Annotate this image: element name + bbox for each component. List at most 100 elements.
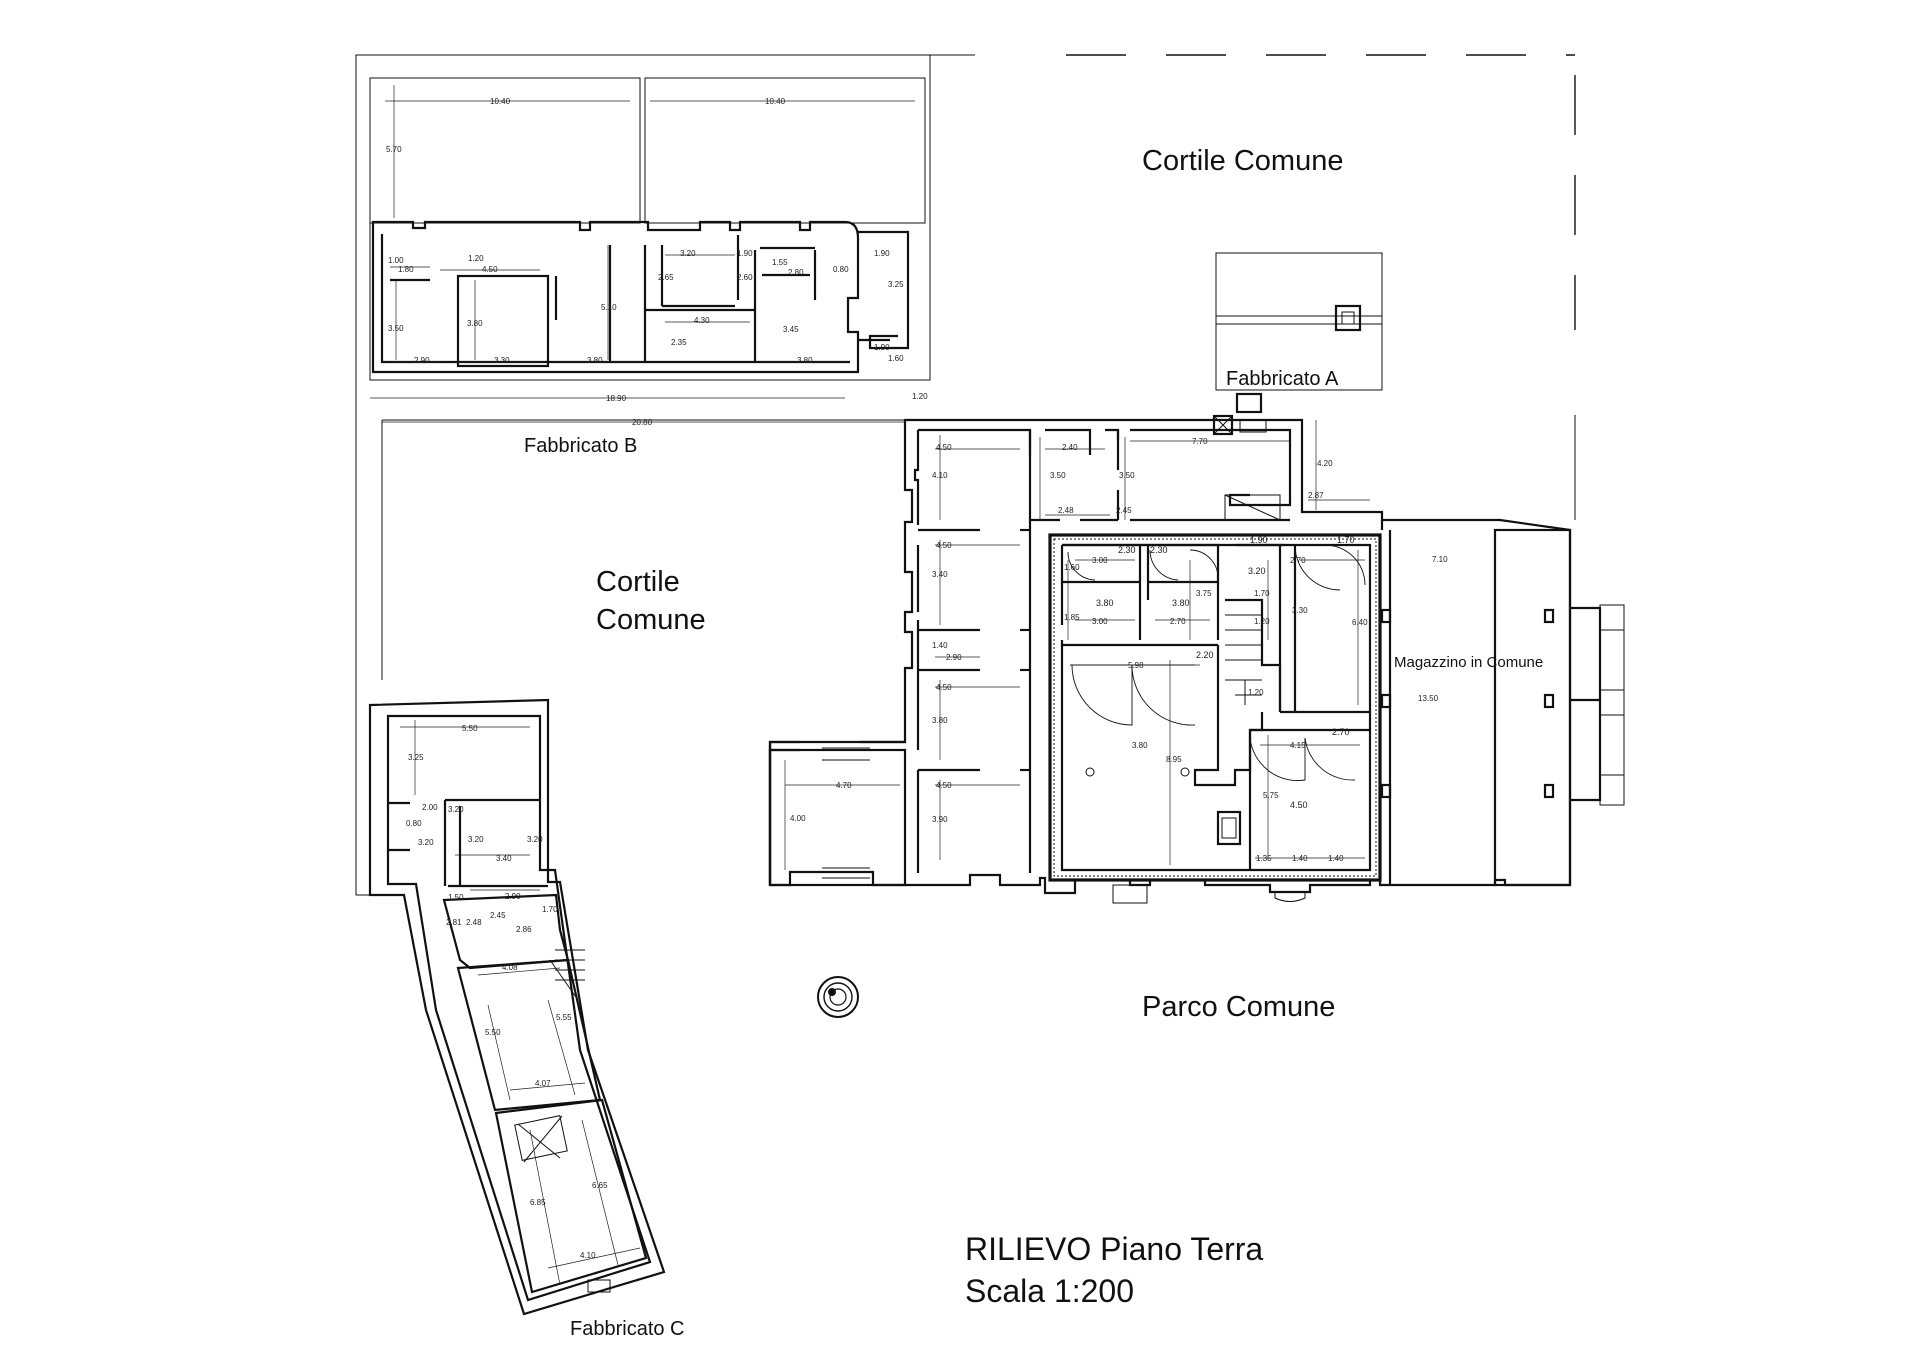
dim-label: 1.20 [912, 392, 928, 401]
dim-label: 3.80 [587, 356, 603, 365]
dim-label: 3.45 [783, 325, 799, 334]
dim-label: 3.00 [1092, 556, 1108, 565]
dim-label: 2.80 [788, 268, 804, 277]
dim-label: 1.90 [1250, 535, 1268, 545]
dim-label: 1.90 [874, 343, 890, 352]
dim-label: 4.50 [936, 683, 952, 692]
dim-label: 3.20 [527, 835, 543, 844]
dim-label: 2.90 [414, 356, 430, 365]
dim-label: 1.60 [1064, 563, 1080, 572]
dim-label: 1.60 [888, 354, 904, 363]
dim-label: 5.10 [601, 303, 617, 312]
dim-label: 3.80 [797, 356, 813, 365]
dim-label: 1.70 [1254, 589, 1270, 598]
dim-label: 10.40 [765, 97, 786, 106]
label-fabbricato-c: Fabbricato C [570, 1318, 685, 1340]
top-dimensions [385, 85, 915, 218]
label-magazzino: Magazzino in Comune [1394, 654, 1543, 671]
dim-label: 4.30 [694, 316, 710, 325]
dim-label: 1.90 [737, 249, 753, 258]
dim-label: 2.70 [1170, 617, 1186, 626]
dim-label: 1.70 [542, 905, 558, 914]
dim-label: 3.20 [1248, 566, 1266, 576]
dim-label: 2.86 [516, 925, 532, 934]
dim-label: 1.70 [1337, 535, 1355, 545]
dim-label: 8.95 [1166, 755, 1182, 764]
dim-label: 1.20 [1248, 688, 1264, 697]
dim-label: 4.15 [1290, 741, 1306, 750]
dim-label: 3.50 [1050, 471, 1066, 480]
fabbricato-b [370, 220, 910, 423]
dim-label: 5.55 [556, 1013, 572, 1022]
label-fabbricato-b: Fabbricato B [524, 435, 637, 457]
label-cortile-left-1: Cortile [596, 566, 680, 598]
dim-label: 5.70 [386, 145, 402, 154]
label-parco-comune: Parco Comune [1142, 991, 1335, 1023]
dim-label: 3.20 [448, 805, 464, 814]
dim-label: 2.00 [422, 803, 438, 812]
dim-label: 2.90 [505, 892, 521, 901]
dim-label: 4.10 [932, 471, 948, 480]
dim-label: 4.08 [502, 963, 518, 972]
dim-label: 5.50 [462, 724, 478, 733]
dim-label: 1.85 [1064, 613, 1080, 622]
dim-label: 3.30 [494, 356, 510, 365]
dim-label: 1.35 [1256, 854, 1272, 863]
label-cortile-left-2: Comune [596, 604, 706, 636]
dim-label: 7.70 [1192, 437, 1208, 446]
dim-label: 3.30 [1292, 606, 1308, 615]
dim-label: 13.50 [1418, 694, 1439, 703]
label-fabbricato-a: Fabbricato A [1226, 368, 1339, 390]
dim-label: 1.20 [1254, 617, 1270, 626]
dim-label: 10.40 [490, 97, 511, 106]
dim-label: 3.50 [1119, 471, 1135, 480]
dim-label: 3.80 [467, 319, 483, 328]
dim-label: 1.40 [932, 641, 948, 650]
dim-label: 1.90 [874, 249, 890, 258]
dim-label: 1.40 [1292, 854, 1308, 863]
fabbricato-a [1212, 252, 1383, 436]
dim-label: 3.80 [932, 716, 948, 725]
dim-label: 2.60 [737, 273, 753, 282]
dim-label: 2.70 [1332, 727, 1350, 737]
drawing-title: RILIEVO Piano Terra [965, 1231, 1263, 1267]
dim-label: 4.07 [535, 1079, 551, 1088]
dim-label: 2.35 [671, 338, 687, 347]
dim-label: 3.50 [388, 324, 404, 333]
dim-label: 4.50 [936, 541, 952, 550]
dim-label: 3.40 [496, 854, 512, 863]
dim-label: 3.75 [1196, 589, 1212, 598]
dim-label: 1.55 [772, 258, 788, 267]
dim-label: 4.00 [790, 814, 806, 823]
dim-label: 2.48 [1058, 506, 1074, 515]
dim-label: 2.90 [946, 653, 962, 662]
dim-label: 7.10 [1432, 555, 1448, 564]
dim-label: 3.80 [1132, 741, 1148, 750]
dim-label: 18.90 [606, 394, 627, 403]
dim-label: 1.40 [1328, 854, 1344, 863]
dim-label: 2.30 [1150, 545, 1168, 555]
dim-label: 2.20 [1196, 650, 1214, 660]
dim-label: 2.30 [1118, 545, 1136, 555]
dim-label: 3.20 [680, 249, 696, 258]
dim-label: 2.70 [1290, 556, 1306, 565]
tree-symbol [817, 976, 859, 1018]
west-annex [768, 745, 907, 887]
dim-label: 1.50 [448, 893, 464, 902]
dim-label: 4.70 [836, 781, 852, 790]
dim-label: 6.65 [592, 1181, 608, 1190]
dim-label: 4.50 [936, 443, 952, 452]
dim-label: 1.80 [398, 265, 414, 274]
label-cortile-comune-top: Cortile Comune [1142, 145, 1343, 177]
dim-label: 20.80 [632, 418, 653, 427]
dim-label: 2.45 [490, 911, 506, 920]
dim-label: 6.40 [1352, 618, 1368, 627]
dim-label: 4.10 [580, 1251, 596, 1260]
dim-label: 2.65 [658, 273, 674, 282]
dim-label: 3.20 [418, 838, 434, 847]
dim-label: 1.00 [388, 256, 404, 265]
fabbricato-c [368, 698, 666, 1316]
dim-label: 4.50 [482, 265, 498, 274]
dim-label: 5.98 [1128, 661, 1144, 670]
dim-label: 2.87 [1308, 491, 1324, 500]
